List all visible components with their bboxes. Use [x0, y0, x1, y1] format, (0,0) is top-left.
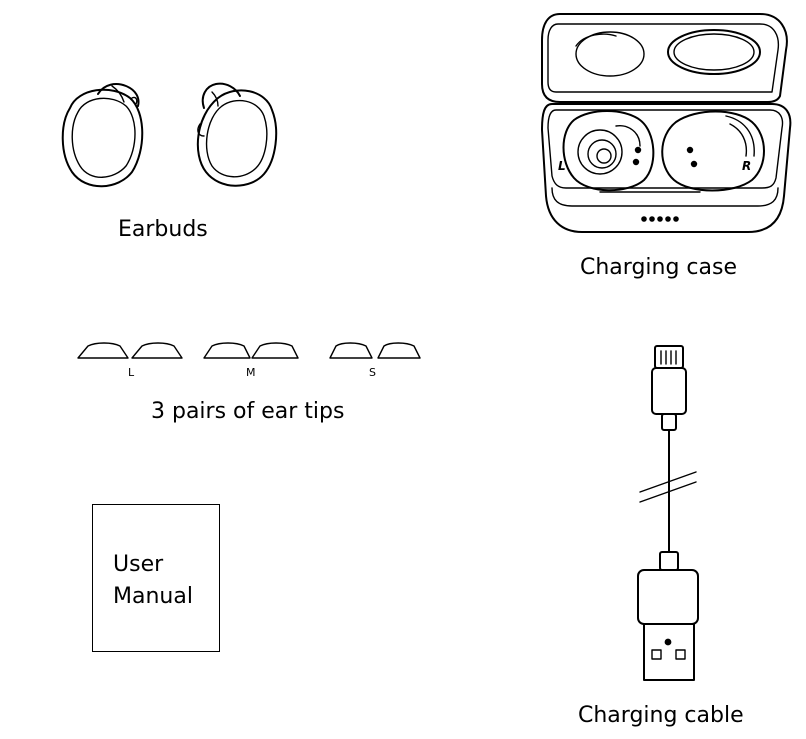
ear-tip-size-m: M [246, 366, 256, 379]
user-manual-text: User Manual [113, 549, 193, 613]
case-label: Charging case [580, 255, 737, 280]
ear-tips-label: 3 pairs of ear tips [151, 399, 345, 424]
case-right-mark: R [742, 159, 752, 173]
cable-label: Charging cable [578, 703, 744, 728]
user-manual: User Manual [92, 504, 220, 652]
case-left-mark: L [558, 159, 566, 173]
earbuds-label: Earbuds [118, 217, 208, 242]
user-manual-line2: Manual [113, 584, 193, 609]
ear-tip-size-s: S [369, 366, 376, 379]
user-manual-line1: User [113, 552, 164, 577]
ear-tip-size-l: L [128, 366, 135, 379]
